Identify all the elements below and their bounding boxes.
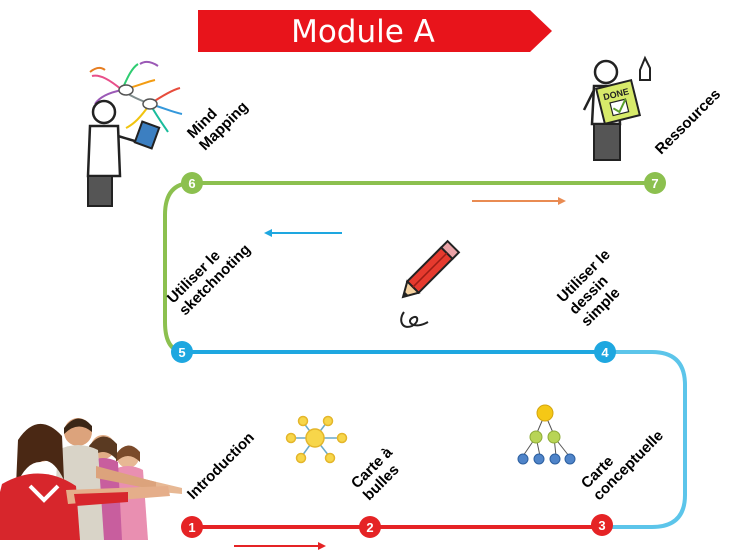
step-badge-7: 7 [644, 172, 666, 194]
step-number-7: 7 [651, 176, 658, 191]
step-badge-5: 5 [171, 341, 193, 363]
step-badge-6: 6 [181, 172, 203, 194]
banner-arrow-shape [198, 10, 552, 52]
step-badge-1: 1 [181, 516, 203, 538]
green-path-left [163, 181, 193, 354]
step-number-5: 5 [178, 345, 185, 360]
done-sign-person-icon: DONE [582, 55, 651, 161]
step-badge-2: 2 [359, 516, 381, 538]
step-number-1: 1 [188, 520, 195, 535]
step-number-3: 3 [598, 518, 605, 533]
step-badge-4: 4 [594, 341, 616, 363]
banner-title: Module A [291, 14, 435, 50]
concept-map-icon [517, 404, 576, 465]
module-banner: Module A [198, 10, 552, 52]
step-number-4: 4 [601, 345, 609, 360]
pencil-icon [400, 239, 461, 328]
red-direction-arrow [234, 542, 326, 550]
light-blue-path-right [605, 350, 687, 529]
step-badge-3: 3 [591, 514, 613, 536]
step-number-6: 6 [188, 176, 195, 191]
blue-direction-arrow [264, 229, 342, 237]
people-photo-icon [0, 418, 182, 540]
orange-direction-arrow [472, 197, 566, 205]
step-number-2: 2 [366, 520, 373, 535]
bubble-map-icon [285, 415, 348, 464]
mind-map-person-icon [86, 60, 183, 207]
